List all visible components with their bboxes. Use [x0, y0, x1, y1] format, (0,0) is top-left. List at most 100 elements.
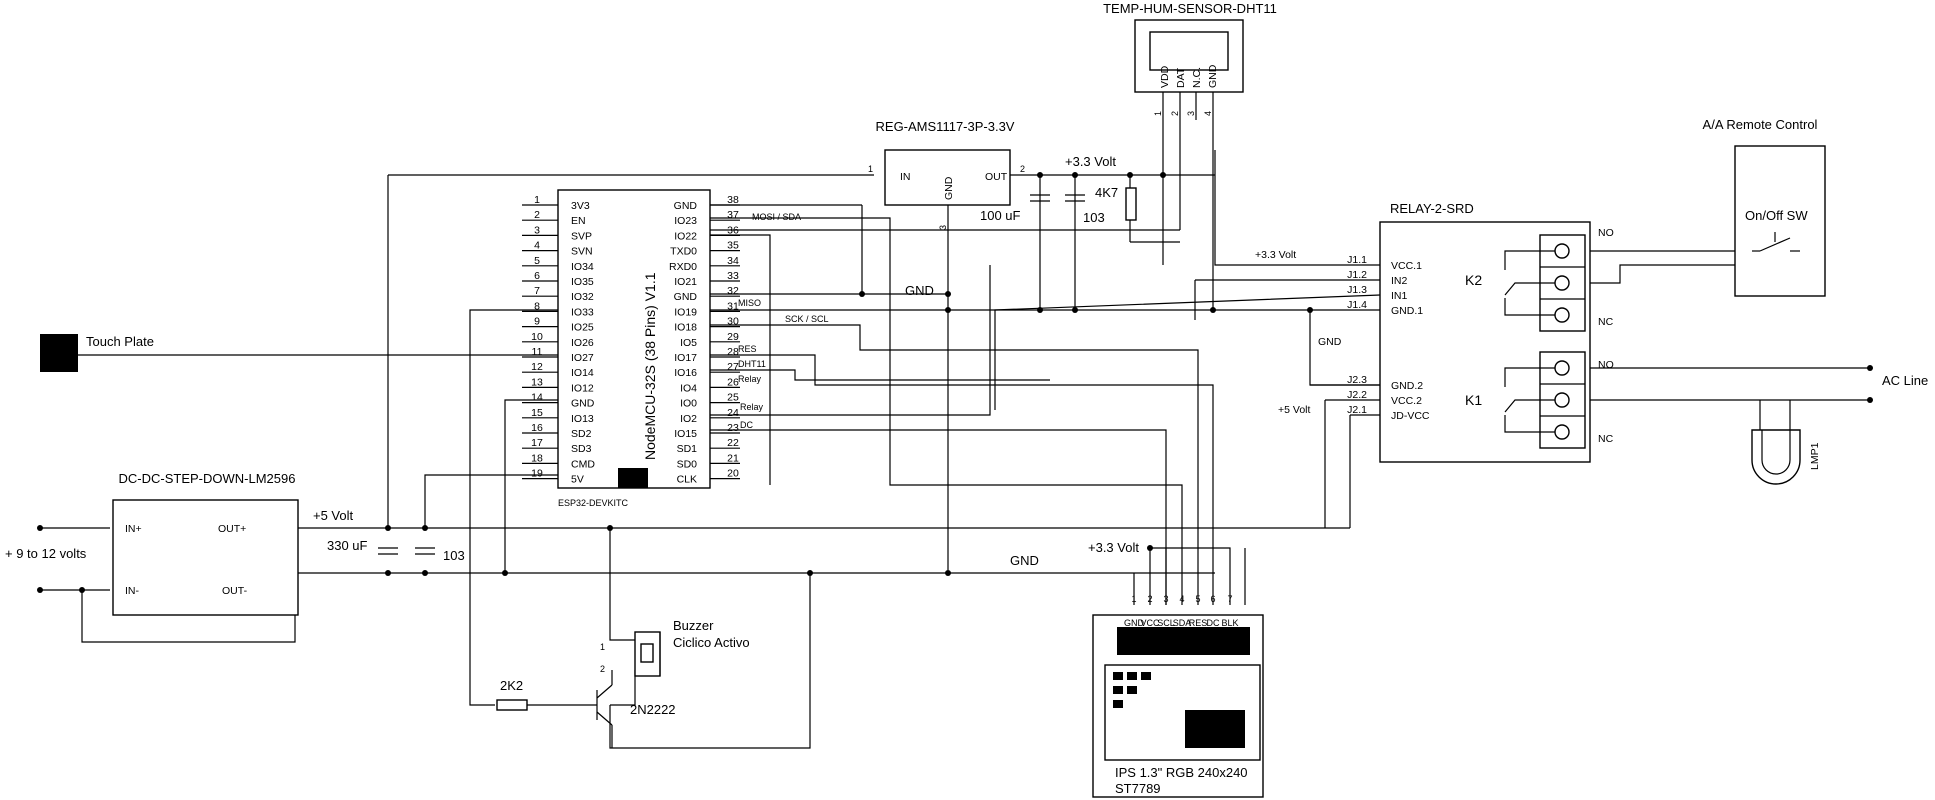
esp32-right-pin-io0: IO0 [680, 398, 697, 410]
relay-j-label: J2.3 [1347, 374, 1367, 386]
k2-com-terminal-icon [1554, 275, 1570, 291]
esp32-right-pin-io17: IO17 [674, 352, 697, 364]
esp32-left-pin-num: 2 [534, 209, 540, 221]
dht11-pin-nc: N.C. [1191, 67, 1203, 88]
esp32-left-pin-io35: IO35 [571, 276, 594, 288]
lcd-pin-num: 4 [1179, 594, 1184, 604]
esp32-left-pin-sd2: SD2 [571, 428, 592, 440]
relay-pin-in1: IN1 [1391, 290, 1408, 302]
esp32-left-pin-num: 5 [534, 255, 540, 267]
cap-100uf-label: 100 uF [980, 208, 1021, 223]
resistor-2k2 [496, 699, 528, 711]
dht11-num-3: 3 [1186, 111, 1196, 116]
relay-k2: K2 [1465, 272, 1482, 288]
touch-plate-icon [40, 334, 78, 372]
relay-v5-label: +5 Volt [1278, 404, 1310, 416]
esp32-right-pin-rxd0: RXD0 [669, 261, 697, 273]
esp32-right-pin-txd0: TXD0 [670, 246, 697, 258]
gnd-mid-label: GND [905, 283, 934, 298]
esp32-right-pins: 38GND37IO2336IO2235TXD034RXD033IO2132GND… [669, 194, 740, 486]
ac-line-label: AC Line [1882, 373, 1928, 388]
relay-j-label: J2.1 [1347, 404, 1367, 416]
esp32-right-pin-io23: IO23 [674, 215, 697, 227]
gnd-bottom-label: GND [1010, 553, 1039, 568]
lcd-pin-num: 2 [1147, 594, 1152, 604]
esp32-right-pin-gnd: GND [674, 200, 698, 212]
capacitor-103-top [1065, 194, 1085, 202]
dht11-num-4: 4 [1203, 111, 1213, 116]
esp32-right-pin-num: 30 [727, 316, 739, 328]
relay-v33-label: +3.3 Volt [1255, 249, 1296, 261]
lamp-icon [1751, 429, 1801, 485]
esp32-right-pin-num: 23 [727, 422, 739, 434]
esp32-right-pin-num: 20 [727, 468, 739, 480]
cap-103-top-label: 103 [1083, 210, 1105, 225]
relay-title: RELAY-2-SRD [1390, 201, 1474, 216]
lcd-pin-res: RES [1189, 618, 1208, 628]
relay-pin-vcc-1: VCC.1 [1391, 260, 1422, 272]
dht11-num-1: 1 [1153, 111, 1163, 116]
lamp-label: LMP1 [1809, 442, 1821, 470]
sig-miso: MISO [738, 298, 761, 308]
capacitor-330uf [378, 547, 398, 555]
esp32-left-pin-io14: IO14 [571, 367, 594, 379]
wires [40, 120, 1870, 749]
k1-nc-terminal-icon [1554, 424, 1570, 440]
esp32-left-pin-en: EN [571, 215, 586, 227]
esp32-right-pin-io5: IO5 [680, 337, 697, 349]
esp32-right-pin-io16: IO16 [674, 367, 697, 379]
lcd-pin-num: 6 [1210, 594, 1215, 604]
esp32-left-pin-num: 8 [534, 300, 540, 312]
buzzer-pin-1: 1 [600, 642, 605, 652]
esp32-right-pin-io19: IO19 [674, 306, 697, 318]
esp32-right-pin-clk: CLK [677, 474, 697, 486]
esp32-right-pin-num: 22 [727, 437, 739, 449]
esp32-right-pin-num: 25 [727, 392, 739, 404]
k1-no-terminal-icon [1554, 360, 1570, 376]
esp32-left-pin-num: 15 [531, 407, 543, 419]
esp32-left-pin-num: 16 [531, 422, 543, 434]
k1-com-terminal-icon [1554, 392, 1570, 408]
lcd-pin-scl: SCL [1157, 618, 1175, 628]
esp32-left-pin-io33: IO33 [571, 306, 594, 318]
relay-j-label: J1.1 [1347, 254, 1367, 266]
relay-pin-jd-vcc: JD-VCC [1391, 410, 1430, 422]
esp32-right-pin-io4: IO4 [680, 382, 697, 394]
buck-converter: DC-DC-STEP-DOWN-LM2596 IN+ IN- OUT+ OUT-… [5, 471, 299, 616]
esp32-right-pin-num: 24 [727, 407, 739, 419]
remote-title: A/A Remote Control [1703, 117, 1818, 132]
esp32-right-pin-num: 33 [727, 270, 739, 282]
lcd-header-strip [1117, 627, 1250, 655]
top-passives: +3.3 Volt 4K7 100 uF 103 [980, 154, 1180, 243]
esp32-left-pin-io26: IO26 [571, 337, 594, 349]
dht11-num-2: 2 [1170, 111, 1180, 116]
k2-no-label: NO [1598, 227, 1614, 239]
lcd-pin-num: 1 [1131, 594, 1136, 604]
v33-top-label: +3.3 Volt [1065, 154, 1116, 169]
esp32-left-pin-io27: IO27 [571, 352, 594, 364]
resistor-2k2-label: 2K2 [500, 678, 523, 693]
esp32-module: NodeMCU-32S (38 Pins) V1.1 ESP32-DEVKITC… [522, 189, 829, 508]
esp32-right-pin-io21: IO21 [674, 276, 697, 288]
esp32-left-pin-num: 9 [534, 316, 540, 328]
sig-relay-a: Relay [738, 374, 762, 384]
dht11-pin-dat: DAT [1175, 67, 1187, 88]
k2-nc-terminal-icon [1554, 307, 1570, 323]
buzzer-pin-2: 2 [600, 664, 605, 674]
regulator-gnd: GND [943, 176, 955, 200]
buzzer-circuit: Buzzer Ciclico Activo 1 2 2N2222 [527, 618, 750, 748]
touch-plate: Touch Plate [40, 334, 154, 372]
sig-sck-scl: SCK / SCL [785, 314, 829, 324]
relay-pin-gnd-2: GND.2 [1391, 380, 1423, 392]
relay-j-label: J1.2 [1347, 269, 1367, 281]
esp32-left-pin-num: 18 [531, 452, 543, 464]
remote-switch-label: On/Off SW [1745, 208, 1808, 223]
esp32-left-pin-num: 6 [534, 270, 540, 282]
bottom-passives: +5 Volt 330 uF 103 GND +3.3 Volt 2K2 [313, 508, 1139, 711]
esp32-right-pin-num: 38 [727, 194, 739, 206]
buzzer-title-2: Ciclico Activo [673, 635, 750, 650]
